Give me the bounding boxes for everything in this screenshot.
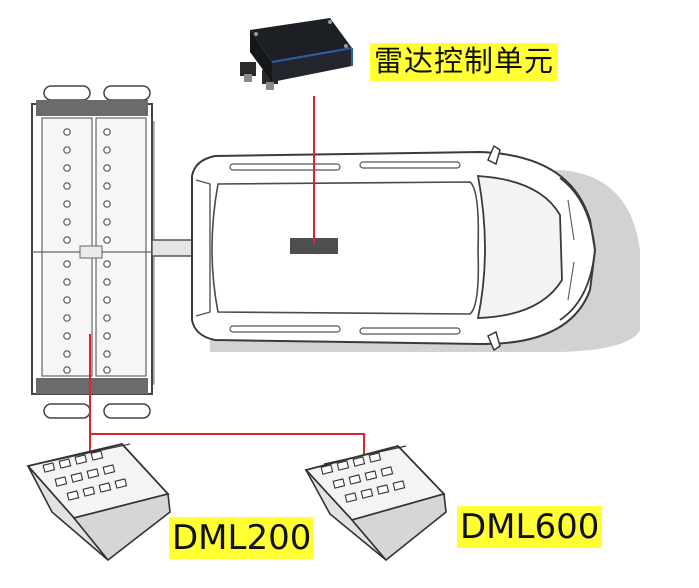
dml600-label: DML600 (457, 506, 603, 548)
radar-control-unit-label: 雷达控制单元 (370, 43, 559, 81)
dml600-module-icon (304, 444, 447, 562)
dml200-label: DML200 (169, 517, 315, 559)
trailer-rack-icon (31, 85, 193, 419)
dml200-module-icon (26, 443, 171, 562)
van-top-view-icon (191, 144, 640, 352)
radar-control-unit-box-icon (240, 18, 353, 90)
trailer-to-modules-line (89, 334, 365, 458)
